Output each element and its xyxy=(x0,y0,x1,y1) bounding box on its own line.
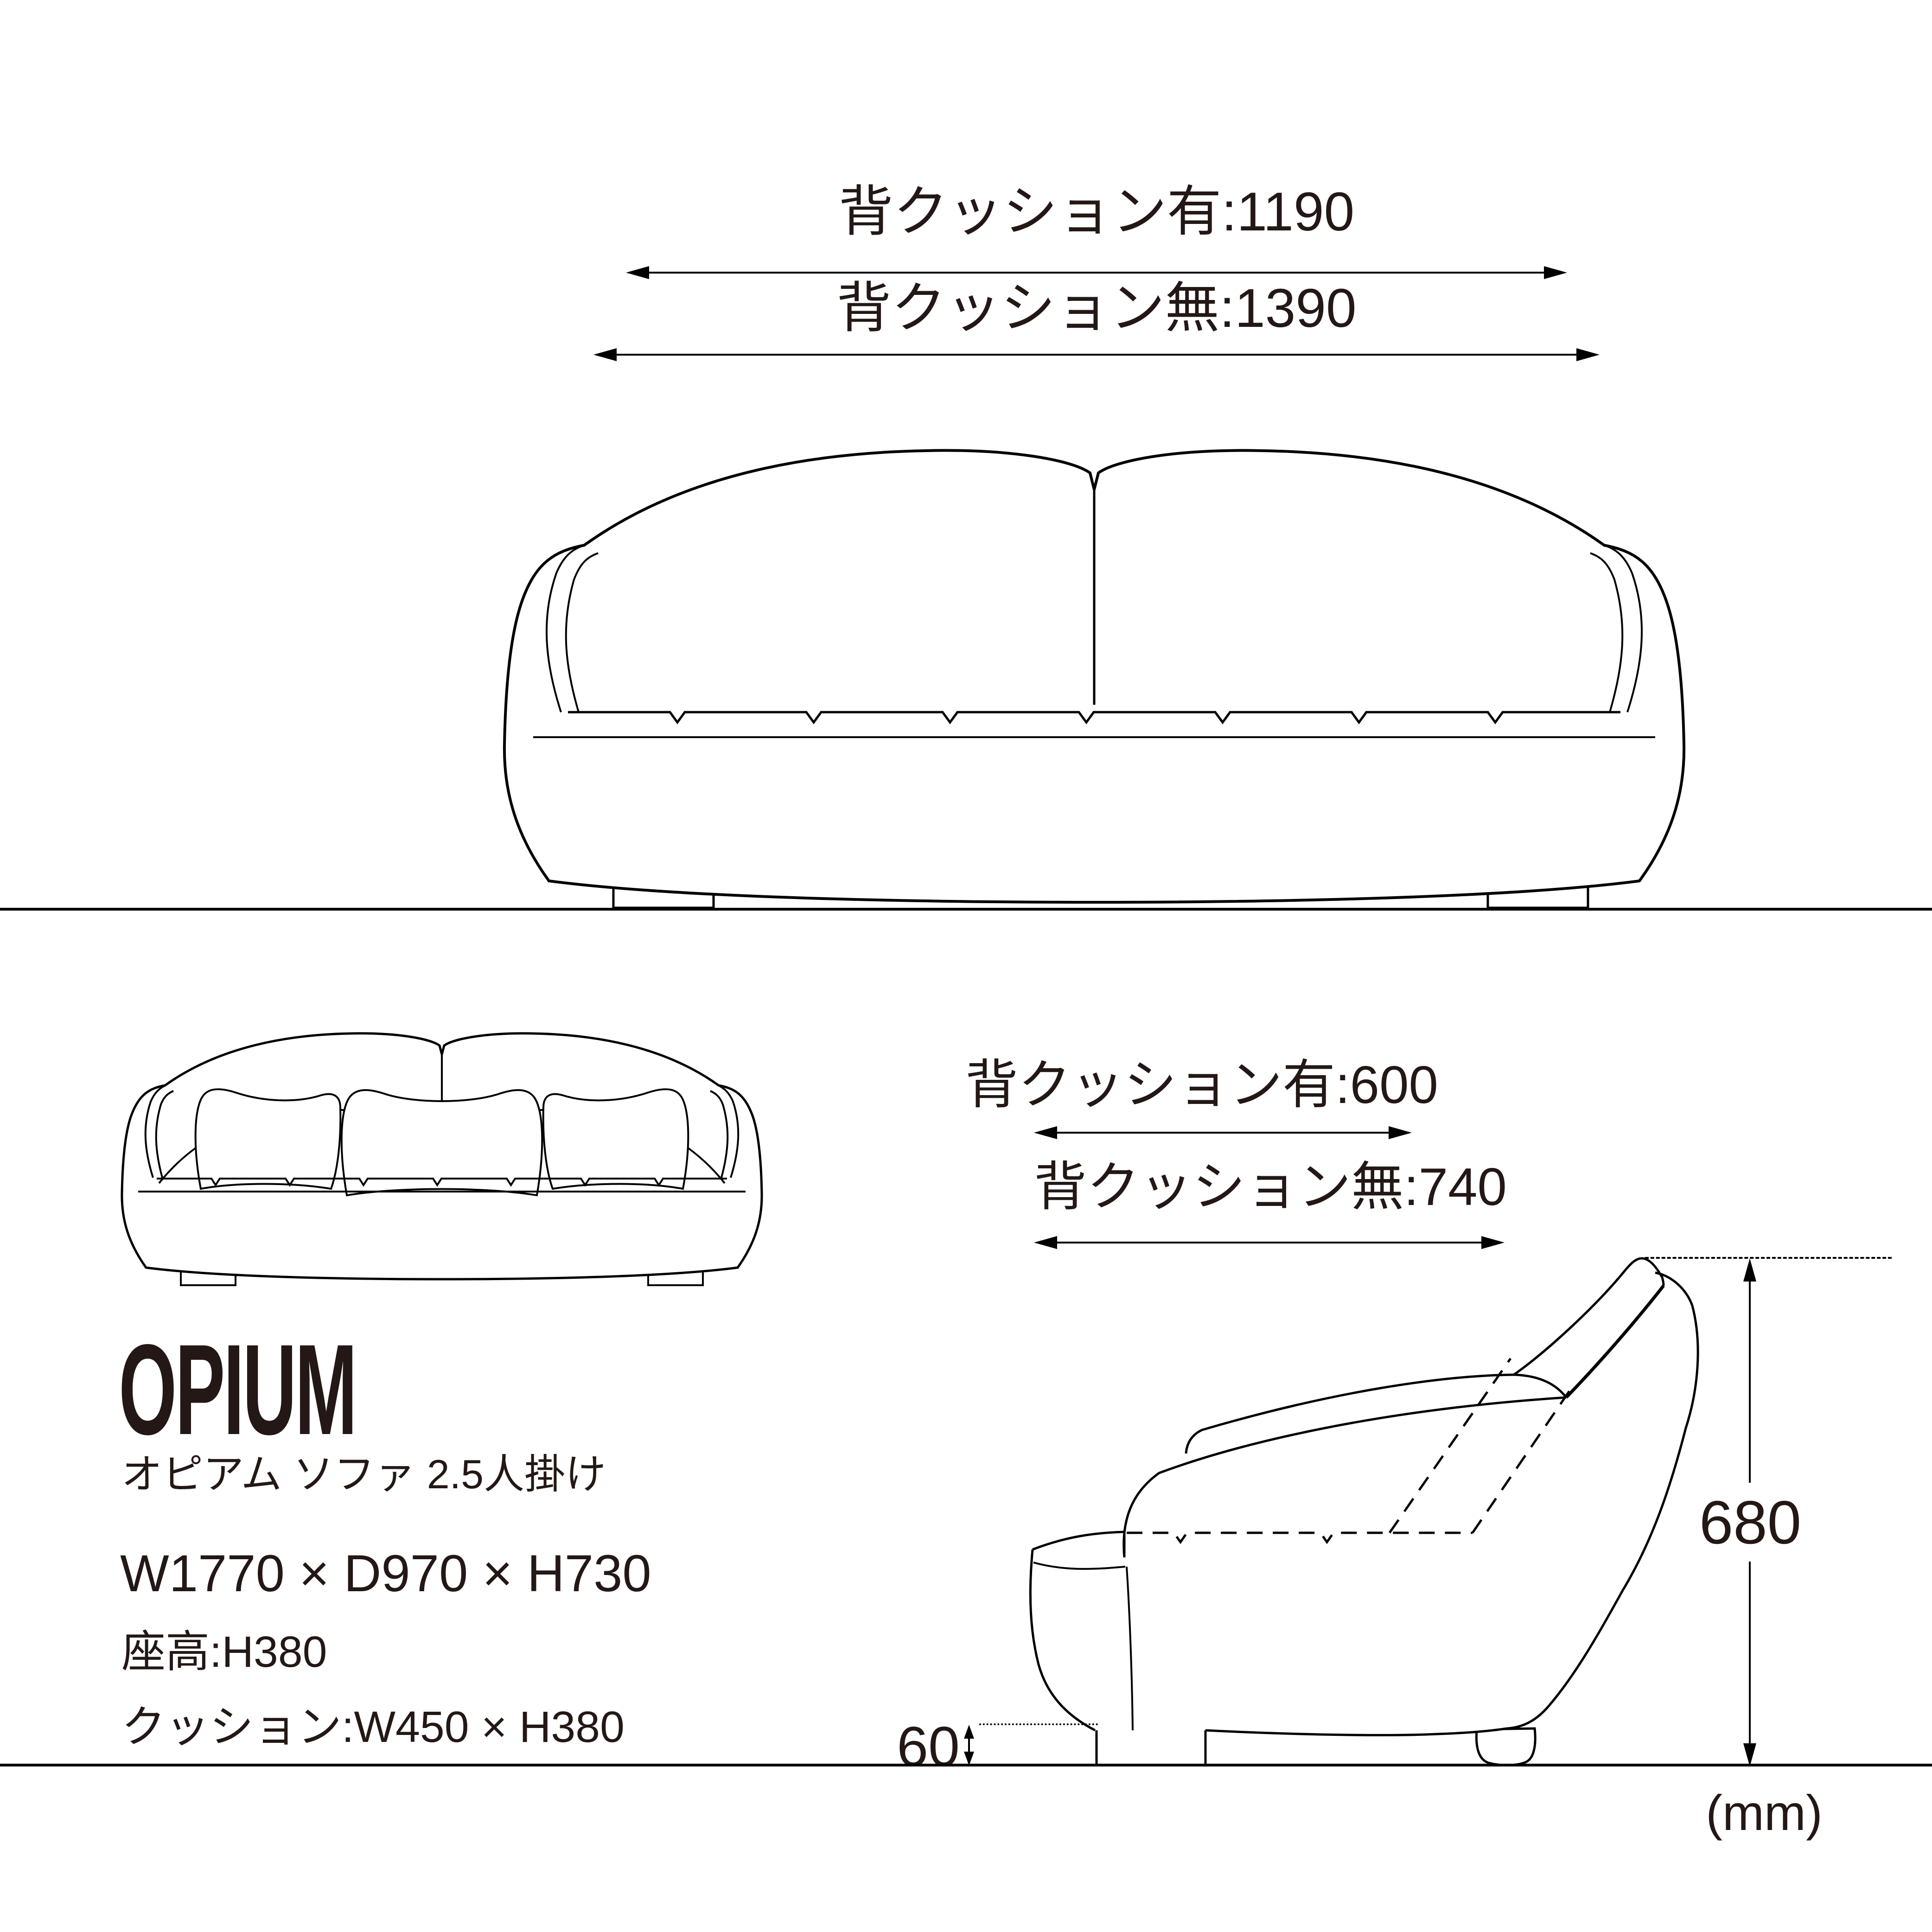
side-height-label: 680 xyxy=(1699,1488,1802,1556)
arrow-left-icon xyxy=(1034,1236,1057,1249)
dimension-line xyxy=(968,1737,970,1753)
height-dimension-arrow xyxy=(1741,1258,1758,1766)
arrow-up-icon xyxy=(964,1725,974,1739)
product-overall-size: W1770 × D970 × H730 xyxy=(120,1544,651,1602)
arrow-left-icon xyxy=(593,348,617,361)
side-depth-without-cushion-label: 背クッション無:740 xyxy=(1034,1158,1507,1217)
side-view-drawing xyxy=(1011,1243,1706,1780)
height-reference-line xyxy=(1645,1257,1892,1259)
arrow-left-icon xyxy=(1034,1126,1057,1139)
leg-height-reference-line xyxy=(979,1723,1098,1725)
unit-note: (mm) xyxy=(1706,1785,1823,1841)
left-pillow xyxy=(196,1089,341,1189)
dimension-line xyxy=(645,272,1548,274)
product-seat-height: 座高:H380 xyxy=(121,1627,327,1677)
front-width-with-cushion-label: 背クッション有:1190 xyxy=(838,181,1355,242)
dimension-line xyxy=(1749,1279,1751,1483)
front-width-without-cushion-label: 背クッション無:1390 xyxy=(836,278,1357,339)
side-depth-with-cushion-label: 背クッション有:600 xyxy=(965,1056,1438,1115)
arrow-down-icon xyxy=(964,1752,974,1766)
arrow-right-icon xyxy=(1481,1236,1505,1249)
dimension-line xyxy=(1053,1132,1392,1134)
dimension-line xyxy=(613,354,1580,356)
arrow-up-icon xyxy=(1743,1258,1756,1282)
leg-height-dimension-arrow xyxy=(963,1725,976,1766)
center-pillow xyxy=(342,1090,542,1195)
dimension-line xyxy=(1053,1242,1485,1243)
front-view-drawing xyxy=(491,445,1697,910)
arrow-left-icon xyxy=(626,266,649,279)
front-view-ground-line xyxy=(0,908,1932,911)
right-pillow xyxy=(543,1089,689,1189)
dimension-line xyxy=(1749,1562,1751,1743)
product-subtitle: オピアム ソファ 2.5人掛け xyxy=(121,1451,606,1497)
arrow-down-icon xyxy=(1743,1743,1756,1766)
arrow-right-icon xyxy=(1544,266,1567,279)
side-view-ground-line xyxy=(0,1764,1932,1766)
product-name: OPIUM xyxy=(119,1317,357,1461)
arrow-right-icon xyxy=(1389,1126,1412,1139)
arrow-right-icon xyxy=(1576,348,1600,361)
product-cushion-size: クッション:W450 × H380 xyxy=(121,1702,625,1752)
small-front-view-drawing xyxy=(115,1030,769,1297)
